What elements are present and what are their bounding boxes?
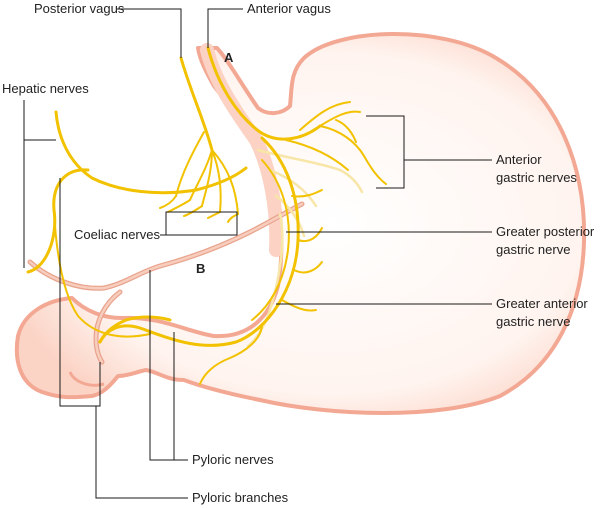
pyloric-nerve [98,315,172,344]
hepatic-nerves-label: Hepatic nerves [2,81,89,96]
greater-anterior-nerve [98,136,300,347]
gastric-vessel-inner [28,202,304,290]
pyloric-nerves-label: Pyloric nerves [192,452,274,467]
anterior-gastric-nerves-label-line2: gastric nerves [496,170,577,185]
posterior-pale-branches [246,148,364,348]
anterior-gastric-nerves-label-line1: Anterior [496,152,542,167]
greater-anterior-label-line1: Greater anterior [496,296,588,311]
hepatic-nerve [54,110,248,195]
marker-a: A [224,50,234,65]
anterior-vagus-label: Anterior vagus [247,1,331,16]
leader-lines [23,8,492,499]
anterior-vagus-trunk [206,46,322,141]
greater-posterior-label-line1: Greater posterior [496,224,595,239]
greater-posterior-nerve [251,159,290,321]
greater-posterior-label-line2: gastric nerve [496,242,570,257]
marker-b: B [196,261,205,276]
nerve-group [26,46,387,385]
vessel-group [27,201,305,365]
greater-anterior-label-line2: gastric nerve [496,314,570,329]
posterior-vagus-trunk [179,56,214,152]
pyloric-vessel-inner [94,290,122,364]
pyloric-branches-label: Pyloric branches [192,490,289,505]
posterior-vagus-label: Posterior vagus [34,1,125,16]
coeliac-nerves-label: Coeliac nerves [74,227,160,242]
